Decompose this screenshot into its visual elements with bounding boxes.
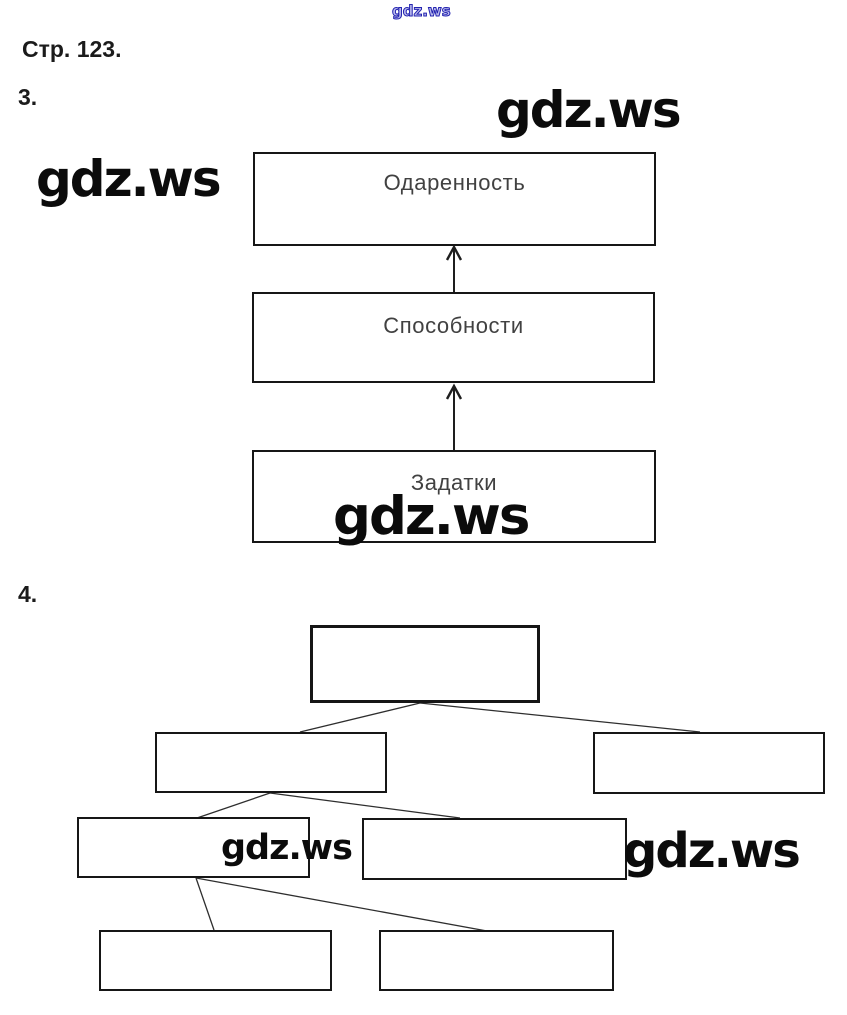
site-watermark-header: gdz.ws — [392, 2, 452, 20]
task4-number: 4. — [18, 581, 38, 607]
tree-box-l4-right — [379, 930, 614, 991]
site-watermark: gdz.ws — [36, 150, 222, 208]
tree-box-l3-left — [77, 817, 310, 878]
site-watermark: gdz.ws — [333, 486, 530, 547]
up-arrow — [445, 383, 463, 450]
box-zadatki: Задатки — [252, 450, 656, 543]
box-label: Способности — [383, 313, 524, 338]
up-arrow — [445, 244, 463, 292]
tree-box-l2-right — [593, 732, 825, 794]
tree-box-l3-right — [362, 818, 627, 880]
tree-box-l2-left — [155, 732, 387, 793]
box-odarennost: Одаренность — [253, 152, 656, 246]
site-watermark: gdz.ws — [623, 823, 801, 879]
tree-box-l4-left — [99, 930, 332, 991]
site-watermark: gdz.ws — [496, 81, 682, 139]
tree-box-root — [310, 625, 540, 703]
page-title: Стр. 123. — [22, 36, 122, 62]
box-sposobnosti: Способности — [252, 292, 655, 383]
box-label: Одаренность — [383, 170, 526, 195]
box-label: Задатки — [410, 470, 498, 495]
tree-connectors — [195, 702, 701, 932]
task3-number: 3. — [18, 84, 38, 110]
site-watermark: gdz.ws — [221, 828, 353, 868]
